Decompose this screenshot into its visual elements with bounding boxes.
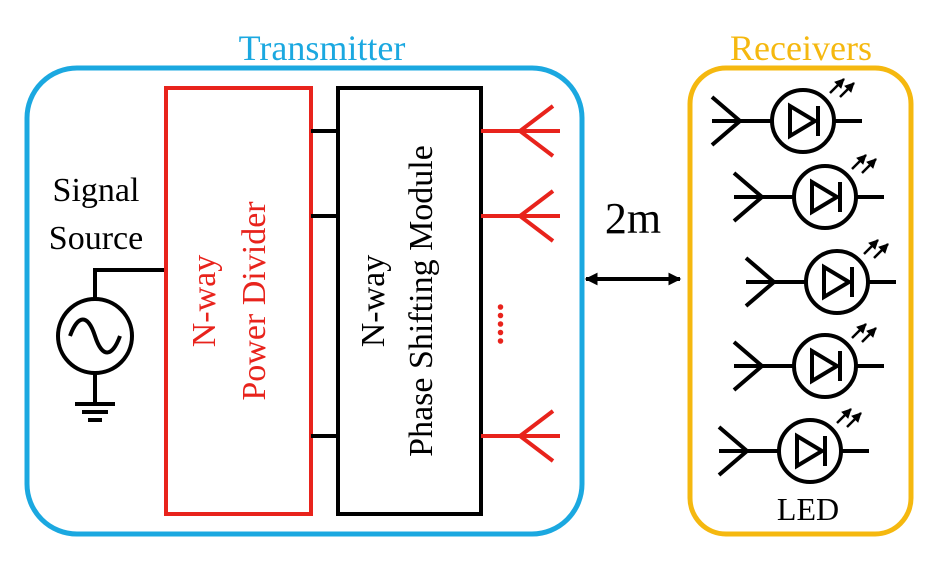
phase-shifter-box — [336, 86, 483, 516]
receiver-led-unit — [732, 323, 884, 399]
phase-shifter-label-line1: N-way — [355, 255, 392, 348]
signal-source-label-line2: Source — [49, 220, 143, 257]
led-label: LED — [777, 491, 839, 527]
receiver-led-unit — [717, 408, 869, 484]
signal-source-label-line1: Signal — [53, 172, 140, 209]
power-divider-label-line2: Power Divider — [236, 201, 273, 401]
distance-label: 2m — [605, 194, 661, 243]
receiver-led-unit — [744, 239, 896, 315]
receivers-title: Receivers — [730, 28, 872, 68]
ground-icon — [75, 402, 115, 422]
receiver-led-unit — [732, 154, 884, 230]
divider-to-shifter-connectors — [311, 129, 338, 438]
transmitter-box — [24, 65, 585, 537]
tx-antenna-icon — [481, 189, 560, 243]
power-divider-box — [164, 86, 313, 516]
tx-antenna-icon — [481, 104, 560, 158]
ac-source-icon — [56, 268, 164, 402]
antenna-ellipsis: ..... — [474, 303, 511, 346]
power-divider-label-line1: N-way — [186, 255, 223, 348]
transmitter-title: Transmitter — [239, 28, 406, 68]
receivers-box — [687, 65, 914, 537]
tx-antenna-icon — [481, 409, 560, 463]
phase-shifter-label-line2: Phase Shifting Module — [403, 145, 440, 457]
receiver-led-unit — [710, 78, 862, 154]
